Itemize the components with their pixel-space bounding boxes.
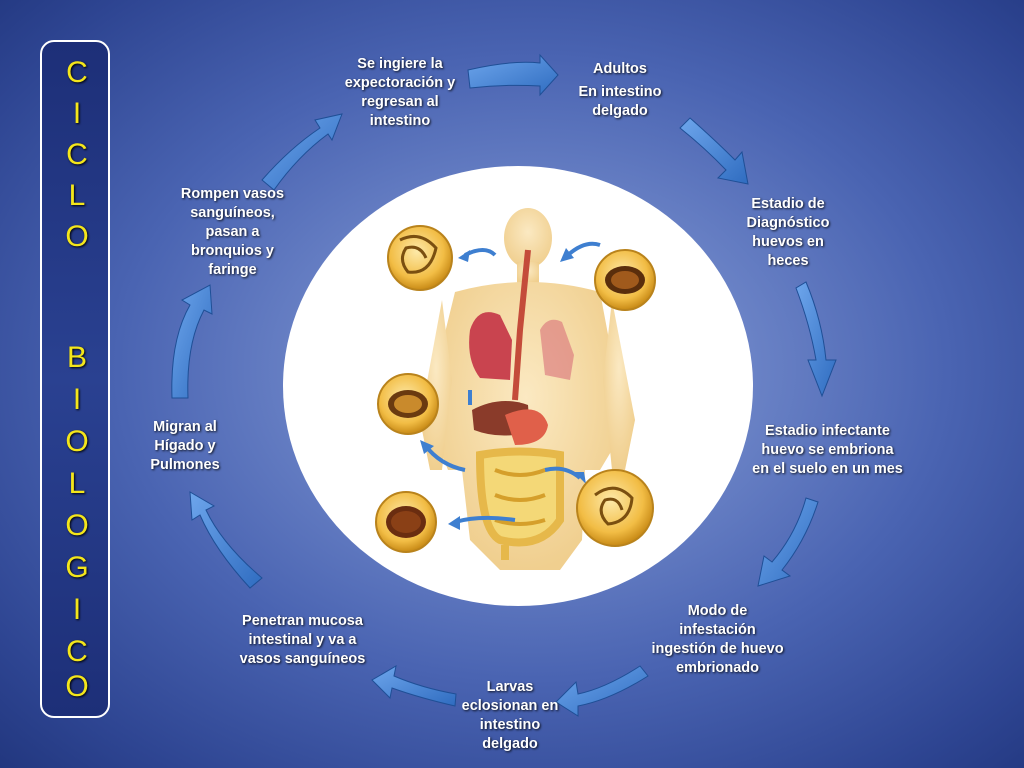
label-rompen: Rompen vasos sanguíneos, pasan a bronqui… <box>180 186 285 278</box>
inner-arrowheads <box>420 248 586 530</box>
title-letter: I <box>72 383 82 416</box>
esophagus-shape <box>512 249 531 401</box>
label-migran: Migran al Hígado y Pulmones <box>150 419 220 473</box>
arrow-lower-left <box>189 491 263 589</box>
egg-embryonated-icon <box>377 373 439 435</box>
arrow-lower-right <box>757 497 819 587</box>
vertical-title-box: C I C L O B I O L O G I C O <box>40 40 110 718</box>
title-letter: O <box>65 670 89 703</box>
label-penetran: Penetran mucosa intestinal y va a vasos … <box>239 613 366 667</box>
label-modo: Modo de infestación ingestión de huevo e… <box>651 603 784 676</box>
title-letter: O <box>65 220 89 253</box>
arrow-upper-left <box>261 113 343 191</box>
lungs-shape <box>469 312 574 380</box>
arrow-upper-right <box>679 117 749 185</box>
title-letter: I <box>72 593 82 626</box>
title-letter: O <box>65 425 89 458</box>
label-larvas: Larvas eclosionan en intestino delgado <box>461 679 559 752</box>
title-letter: I <box>72 97 82 130</box>
title-letter: L <box>68 467 86 500</box>
title-letter: C <box>66 635 88 668</box>
egg-unembryonated-icon <box>375 491 437 553</box>
title-letter: L <box>68 179 86 212</box>
label-infectante: Estadio infectante huevo se embriona en … <box>752 423 903 477</box>
arrow-left <box>171 284 213 399</box>
larva-in-egg-icon <box>576 469 654 547</box>
stomach-shape <box>505 409 548 445</box>
label-diagnostico: Estadio de Diagnóstico huevos en heces <box>746 196 830 269</box>
arrow-top <box>467 53 559 97</box>
arrow-bottom-left <box>371 665 457 707</box>
label-adultos-title: Adultos <box>593 61 647 77</box>
title-letter: O <box>65 509 89 542</box>
label-adultos: Adultos En intestino delgado <box>565 60 675 121</box>
arrow-right <box>795 281 837 398</box>
title-letter: C <box>66 138 88 171</box>
egg-stage-icon <box>594 249 656 311</box>
title-letter: C <box>66 56 88 89</box>
label-ingiere: Se ingiere la expectoración y regresan a… <box>344 56 456 129</box>
arrow-bottom-right <box>555 665 649 717</box>
larva-coiled-icon <box>387 225 453 291</box>
title-letter: B <box>66 341 87 374</box>
title-letter: G <box>65 551 89 584</box>
